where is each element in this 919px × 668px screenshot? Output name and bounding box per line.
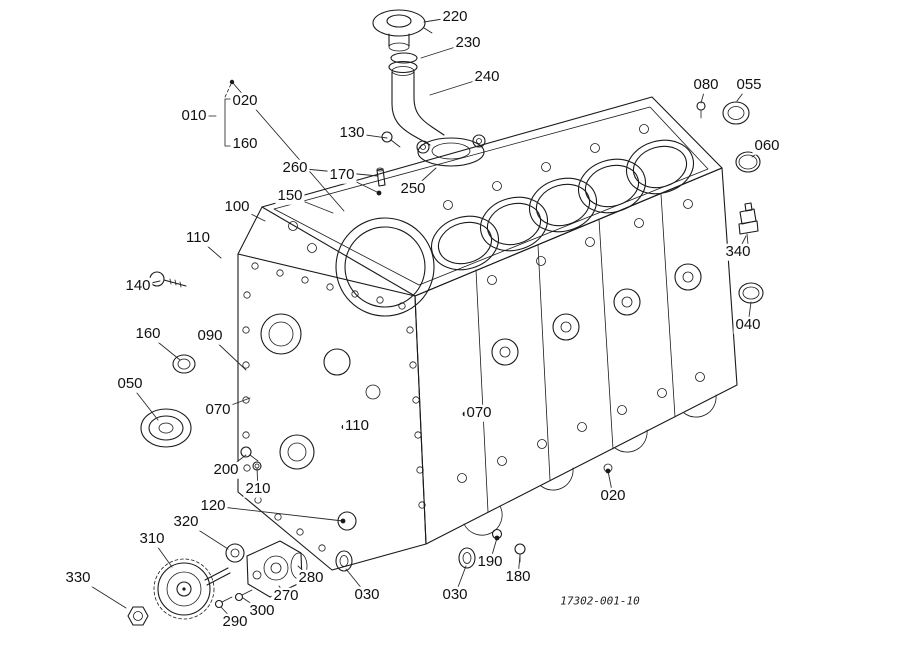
part-label-050: 050 (115, 374, 145, 393)
part-label-280: 280 (296, 568, 326, 587)
part-label-190: 190 (475, 552, 505, 571)
part-label-250: 250 (398, 179, 428, 198)
part-label-040: 040 (733, 315, 763, 334)
part-label-030: 030 (352, 585, 382, 604)
part-label-055: 055 (734, 75, 764, 94)
part-label-310: 310 (137, 529, 167, 548)
drawing-number: 17302-001-10 (560, 594, 640, 608)
part-label-140: 140 (123, 276, 153, 295)
part-label-200: 200 (211, 460, 241, 479)
part-label-160: 160 (133, 324, 163, 343)
part-label-020: 020 (598, 486, 628, 505)
part-label-180: 180 (503, 567, 533, 586)
cylinder-bores (335, 139, 695, 317)
part-label-130: 130 (337, 123, 367, 142)
head-bolt-holes (288, 124, 693, 285)
part-label-020: 020 (230, 91, 260, 110)
part-label-220: 220 (440, 7, 470, 26)
part-label-030: 030 (440, 585, 470, 604)
part-label-270: 270 (271, 586, 301, 605)
part-label-300: 300 (247, 601, 277, 620)
part-label-240: 240 (472, 67, 502, 86)
part-label-340: 340 (723, 242, 753, 261)
part-label-060: 060 (752, 136, 782, 155)
part-label-120: 120 (198, 496, 228, 515)
part-label-080: 080 (691, 75, 721, 94)
front-face-holes (242, 262, 426, 552)
oil-filler-assembly (372, 9, 486, 187)
left-side-parts (127, 271, 262, 626)
side-face-details (457, 263, 705, 483)
part-label-170: 170 (327, 165, 357, 184)
part-label-290: 290 (220, 612, 250, 631)
part-label-330: 330 (63, 568, 93, 587)
part-label-070: 070 (464, 403, 494, 422)
part-label-110: 110 (343, 416, 371, 435)
part-label-320: 320 (171, 512, 201, 531)
part-label-090: 090 (195, 326, 225, 345)
part-label-100: 100 (222, 197, 252, 216)
part-label-110: 110 (184, 228, 212, 247)
part-label-070: 070 (203, 400, 233, 419)
part-label-230: 230 (453, 33, 483, 52)
part-label-210: 210 (243, 479, 273, 498)
part-label-150: 150 (275, 186, 305, 205)
part-label-010: 010 (179, 106, 209, 125)
part-label-260: 260 (280, 158, 310, 177)
part-label-160: 160 (230, 134, 260, 153)
